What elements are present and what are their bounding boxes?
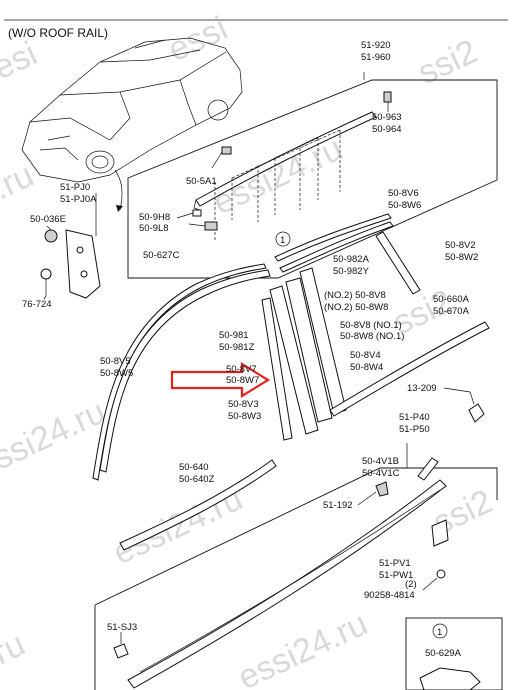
label-no2-50-8V8: (NO.2) 50-8V8 bbox=[324, 290, 386, 301]
label-50-5A1: 50-5A1 bbox=[186, 176, 217, 187]
car-leader-arrow-head bbox=[116, 205, 123, 212]
label-50-640Z: 50-640Z bbox=[179, 474, 215, 485]
molding-50-8V3 bbox=[269, 285, 319, 435]
label-51-PJ0A: 51-PJ0A bbox=[60, 194, 97, 205]
roof-clip-guides bbox=[214, 130, 341, 240]
screw-76-724 bbox=[40, 268, 52, 280]
label-50-8W4: 50-8W4 bbox=[350, 362, 383, 373]
molding-50-8V4 bbox=[285, 277, 333, 423]
molding-50-8V8 bbox=[299, 267, 347, 415]
label-50-670A: 50-670A bbox=[433, 306, 470, 317]
molding-50-660A bbox=[329, 321, 490, 417]
molding-50-982A bbox=[279, 221, 394, 273]
watermark-7: ssi24.ru bbox=[0, 392, 111, 477]
label-50-8W7: 50-8W7 bbox=[226, 375, 259, 386]
label-51-P50: 51-P50 bbox=[399, 424, 430, 435]
car-leader-arrow bbox=[114, 169, 123, 211]
clip-51-192 bbox=[375, 481, 389, 497]
clip-51-SJ3 bbox=[113, 643, 129, 659]
roof-molding-box bbox=[127, 79, 498, 279]
label-50-8V3: 50-8V3 bbox=[228, 399, 259, 410]
sill-box bbox=[94, 467, 498, 690]
label-50-982A: 50-982A bbox=[333, 254, 370, 265]
bracket-51-PV1 bbox=[431, 519, 449, 547]
roof-molding-part bbox=[195, 111, 377, 207]
label-51-960: 51-960 bbox=[361, 52, 391, 63]
clip-50-5A1 bbox=[221, 146, 232, 155]
label-50-8W2: 50-8W2 bbox=[445, 252, 478, 263]
label-50-9L8: 50-9L8 bbox=[139, 223, 169, 234]
label-51-SJ3: 51-SJ3 bbox=[107, 622, 137, 633]
clip-50-963 bbox=[383, 91, 392, 103]
label-50-8W6: 50-8W6 bbox=[388, 200, 421, 211]
label-50-8W3: 50-8W3 bbox=[228, 411, 261, 422]
label-50-981: 50-981 bbox=[219, 330, 249, 341]
clip-50-627C bbox=[204, 221, 218, 231]
watermark-3: esi bbox=[0, 34, 43, 87]
molding-50-8V6 bbox=[274, 213, 392, 262]
label-50-8W5: 50-8W5 bbox=[100, 368, 133, 379]
label-76-724: 76-724 bbox=[22, 299, 52, 310]
label-50-982Y: 50-982Y bbox=[333, 266, 370, 277]
label-50-9H8: 50-9H8 bbox=[139, 212, 170, 223]
inset-callout: 1 bbox=[437, 627, 442, 638]
highlight-arrow bbox=[170, 362, 271, 398]
label-51-P40: 51-P40 bbox=[399, 412, 430, 423]
sill-molding-51-PV1 bbox=[127, 479, 447, 689]
label-no1-50-8W8: 50-8W8 (NO.1) bbox=[340, 331, 404, 342]
callout-1: 1 bbox=[280, 235, 285, 246]
watermark-5: .ru bbox=[0, 156, 39, 207]
car-illustration bbox=[21, 37, 243, 183]
label-50-8V6: 50-8V6 bbox=[388, 188, 419, 199]
inset-clip-50-629A bbox=[419, 667, 481, 690]
watermark-2: ssi2 bbox=[412, 32, 483, 92]
inset-box bbox=[405, 617, 503, 690]
label-51-PW1: 51-PW1 bbox=[379, 570, 413, 581]
molding-50-640 bbox=[119, 459, 277, 551]
bracket-51-PJ0 bbox=[65, 229, 101, 299]
label-qty-2: (2) bbox=[405, 579, 417, 590]
label-no1-50-8V8: 50-8V8 (NO.1) bbox=[340, 320, 402, 331]
molding-50-4V1B bbox=[417, 457, 439, 481]
roof-clip-guides-2 bbox=[231, 129, 341, 179]
clip-50-036E bbox=[44, 229, 58, 243]
label-50-4V1C: 50-4V1C bbox=[362, 468, 400, 479]
label-50-627C: 50-627C bbox=[143, 250, 180, 261]
label-51-PJ0: 51-PJ0 bbox=[60, 182, 90, 193]
diagram-title: (W/O ROOF RAIL) bbox=[8, 26, 108, 40]
label-50-8V4: 50-8V4 bbox=[350, 350, 381, 361]
screw-90258-4814 bbox=[436, 569, 446, 579]
label-51-192: 51-192 bbox=[323, 500, 353, 511]
label-50-981Z: 50-981Z bbox=[219, 342, 255, 353]
label-50-8V7: 50-8V7 bbox=[226, 364, 257, 375]
label-no2-50-8W8: (NO.2) 50-8W8 bbox=[324, 302, 388, 313]
label-50-8V2: 50-8V2 bbox=[445, 240, 476, 251]
part-labels: 51-920 51-960 50-963 50-964 50-5A1 51-PJ… bbox=[22, 40, 478, 659]
callout-1-circle bbox=[275, 231, 291, 247]
label-50-964: 50-964 bbox=[372, 124, 402, 135]
watermark-4: essi24.ru bbox=[207, 130, 348, 223]
label-50-036E: 50-036E bbox=[30, 214, 66, 225]
label-50-640: 50-640 bbox=[179, 462, 209, 473]
label-50-4V1B: 50-4V1B bbox=[362, 456, 399, 467]
molding-50-8V2 bbox=[375, 231, 421, 295]
clip-50-9H8 bbox=[192, 209, 202, 217]
label-50-963: 50-963 bbox=[372, 112, 402, 123]
label-50-660A: 50-660A bbox=[433, 294, 470, 305]
label-51-920: 51-920 bbox=[361, 40, 391, 51]
clip-13-209 bbox=[468, 403, 485, 423]
molding-50-8V5 bbox=[92, 263, 267, 481]
label-13-209: 13-209 bbox=[407, 383, 437, 394]
molding-50-8V7 bbox=[261, 297, 293, 441]
label-50-8V5: 50-8V5 bbox=[100, 356, 131, 367]
label-50-629A: 50-629A bbox=[425, 648, 462, 659]
label-51-PV1: 51-PV1 bbox=[379, 558, 411, 569]
roof-molding-end bbox=[193, 199, 201, 211]
watermark-10: ru bbox=[0, 625, 31, 672]
label-90258-4814: 90258-4814 bbox=[364, 590, 415, 601]
